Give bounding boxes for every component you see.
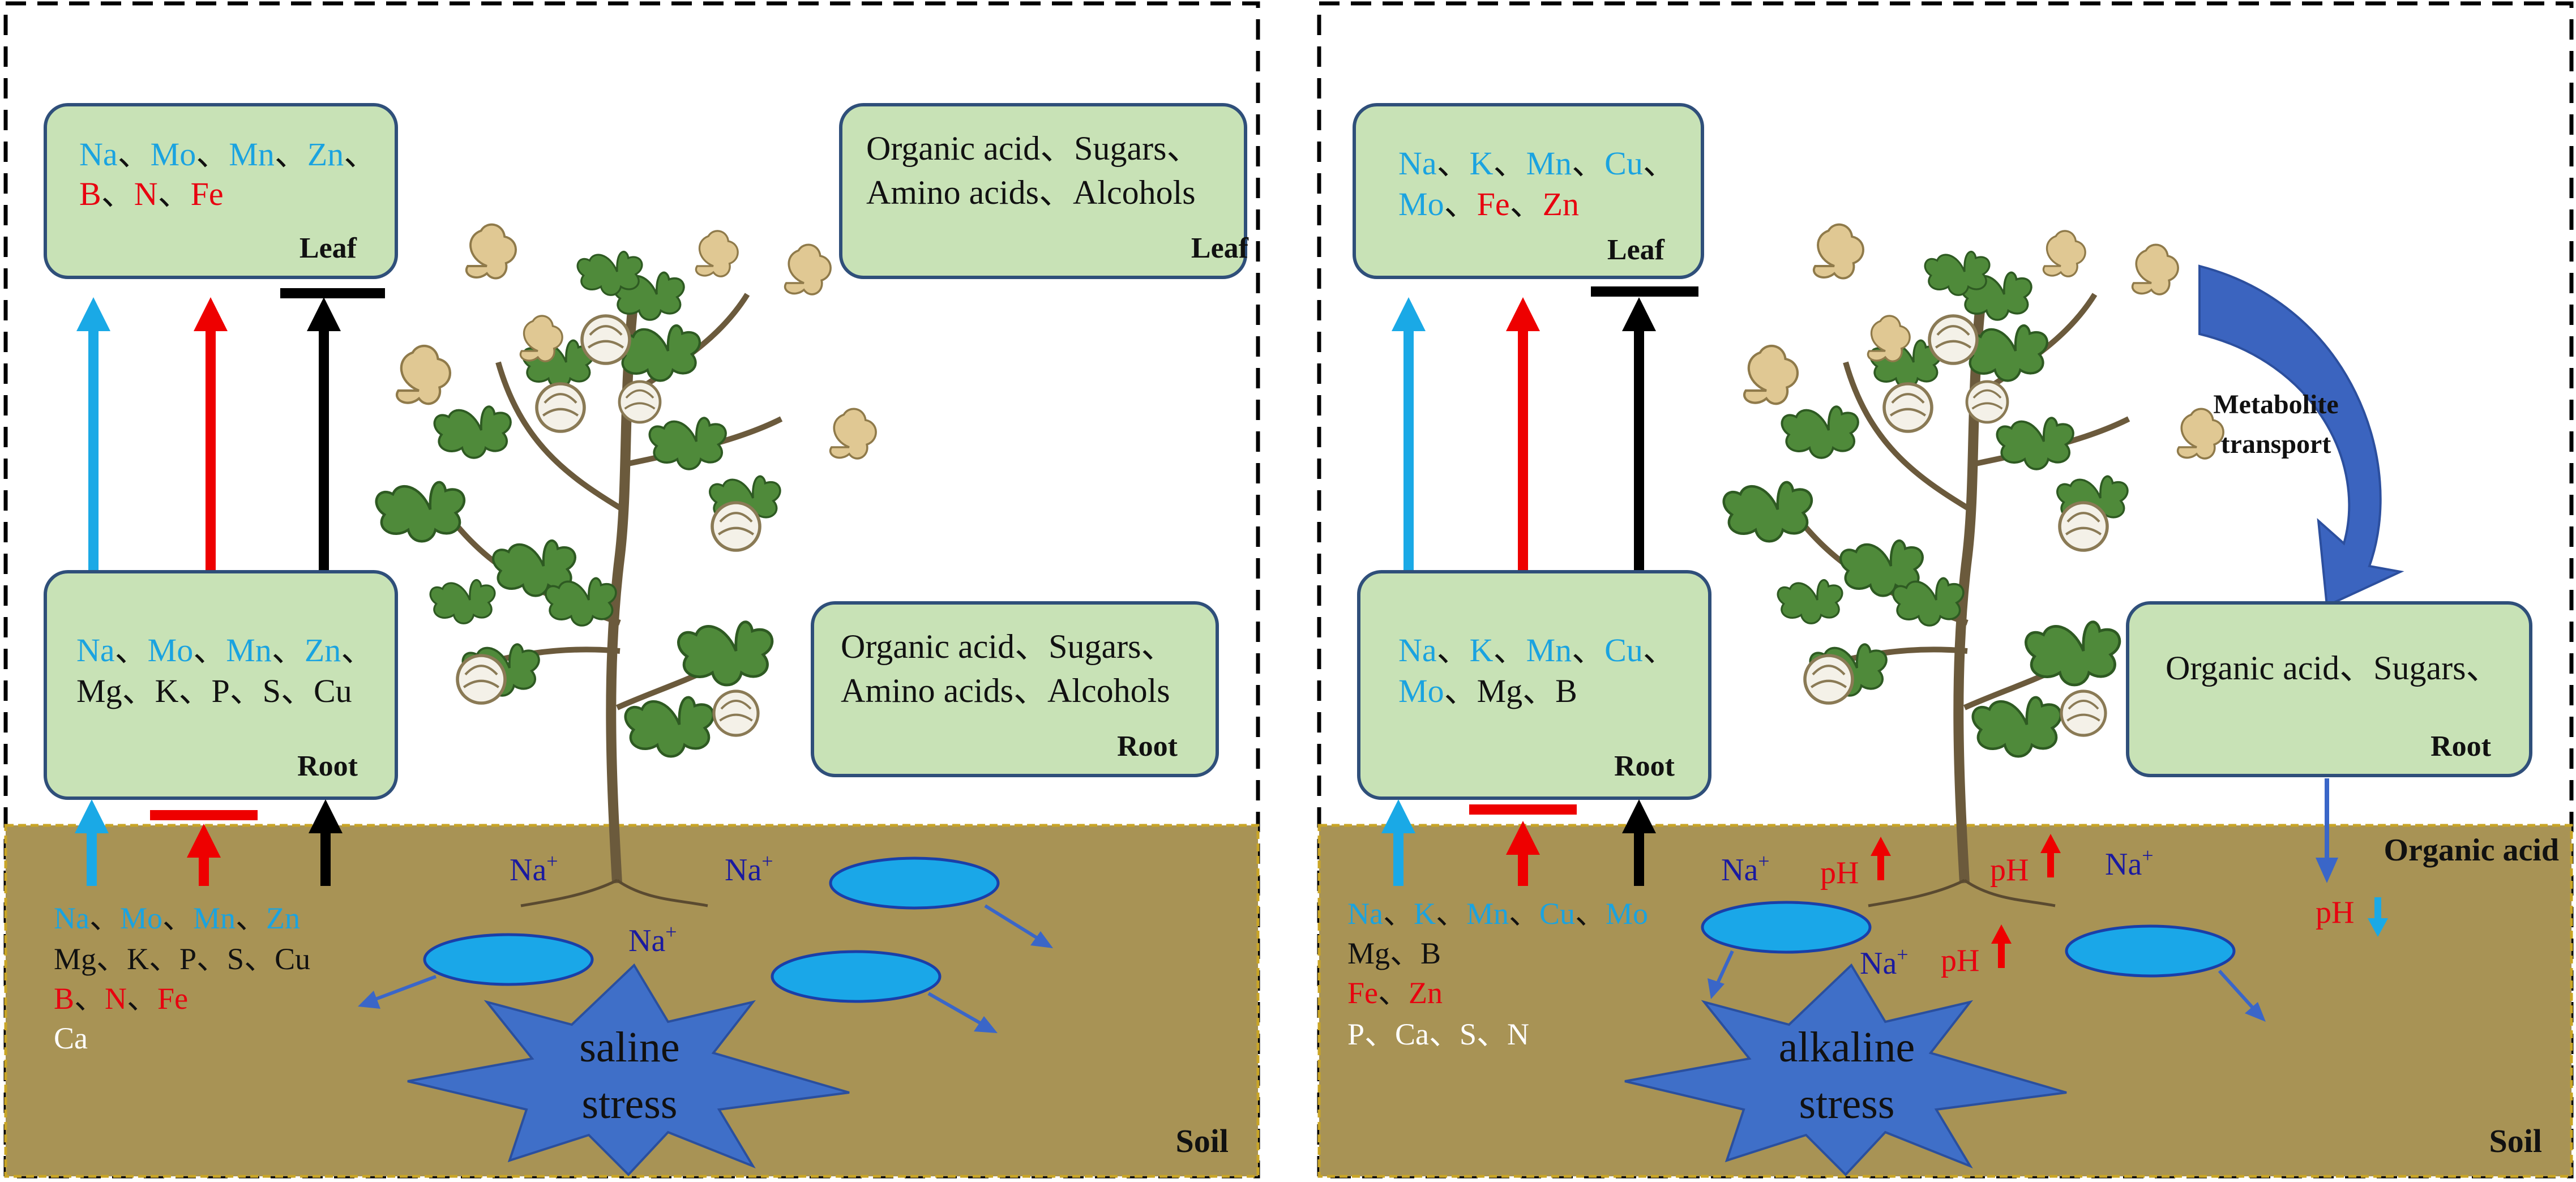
saline-soil-label: Soil: [1176, 1123, 1229, 1159]
alkaline-root-metabolite-label: Root: [2430, 730, 2492, 763]
svg-text:pH: pH: [1990, 853, 2029, 888]
alkaline-soil-elements-line4: P、Ca、S、N: [1347, 1017, 1529, 1051]
saline-water-3: [771, 950, 998, 1033]
saline-root-elements-line1: Na、Mo、Mn、Zn、: [76, 632, 374, 669]
svg-text:pH: pH: [1941, 943, 1979, 978]
saline-leaf-metabolite-line1: Organic acid、Sugars、: [866, 130, 1200, 167]
saline-leaf-metabolite-label: Leaf: [1191, 232, 1249, 264]
alkaline-root-metabolite-box: [2126, 601, 2532, 777]
saline-root-metabolite-label: Root: [1117, 730, 1178, 763]
organic-acid-secretion-arrow: [2316, 778, 2338, 883]
saline-na-ion-1: Na+: [510, 850, 558, 888]
alkaline-soil-label: Soil: [2489, 1123, 2543, 1159]
alkaline-uptake-arrows: [1381, 799, 1656, 886]
alkaline-cotton-plant: [1724, 223, 2224, 907]
alkaline-upward-transport-arrows: [1392, 286, 1698, 572]
saline-soil-elements-line4: Ca: [54, 1021, 88, 1055]
alkaline-water-1: [1701, 901, 1872, 999]
alkaline-soil-elements-line2: Mg、B: [1347, 936, 1441, 970]
saline-uptake-arrows: [75, 799, 343, 886]
svg-text:pH: pH: [2316, 895, 2354, 930]
alkaline-stress-text-line2: stress: [1799, 1080, 1895, 1128]
alkaline-stress-burst: [1624, 963, 2067, 1176]
alkaline-na-ion-3: Na+: [1860, 943, 1909, 981]
alkaline-water-2: [2065, 924, 2266, 1022]
alkaline-na-ion-1: Na+: [1721, 850, 1770, 888]
organic-acid-label: Organic acid: [2384, 833, 2559, 868]
saline-leaf-elements-line2: B、N、Fe: [79, 175, 224, 212]
ph-increase-indicator-1: pH: [1820, 837, 1891, 890]
alkaline-soil-elements-line3: Fe、Zn: [1347, 976, 1443, 1010]
saline-root-metabolite-line2: Amino acids、Alcohols: [841, 672, 1170, 709]
saline-upward-transport-arrows: [76, 288, 385, 572]
metabolite-transport-label-line1: Metabolite: [2213, 389, 2338, 419]
alkaline-root-box: [1357, 570, 1711, 800]
svg-text:pH: pH: [1820, 855, 1859, 890]
saline-stress-burst: [407, 963, 850, 1176]
alkaline-root-elements-line1: Na、K、Mn、Cu、: [1398, 632, 1676, 669]
alkaline-root-metabolite-line1: Organic acid、Sugars、: [2166, 649, 2500, 687]
saline-leaf-metabolite-box: [839, 103, 1247, 279]
alkaline-root-elements-line2: Mo、Mg、B: [1398, 673, 1577, 709]
alkaline-root-label: Root: [1614, 750, 1675, 782]
saline-leaf-metabolite-line2: Amino acids、Alcohols: [866, 174, 1196, 211]
alkaline-na-ion-2: Na+: [2105, 844, 2154, 882]
saline-stress-text-line2: stress: [582, 1080, 678, 1128]
saline-soil-elements-line1: Na、Mo、Mn、Zn: [54, 901, 300, 935]
alkaline-leaf-elements-line1: Na、K、Mn、Cu、: [1398, 145, 1676, 182]
saline-leaf-elements-line1: Na、Mo、Mn、Zn、: [79, 136, 376, 173]
saline-root-metabolite-line1: Organic acid、Sugars、: [841, 628, 1175, 665]
alkaline-stress-text-line1: alkaline: [1779, 1023, 1915, 1071]
saline-na-ion-3: Na+: [628, 920, 677, 958]
saline-leaf-box: [44, 103, 398, 279]
saline-root-metabolite-box: [811, 601, 1219, 777]
metabolite-transport-arrow: [2198, 264, 2404, 607]
alkaline-leaf-elements-line2: Mo、Fe、Zn: [1398, 186, 1579, 222]
saline-cotton-plant: [376, 223, 877, 907]
saline-na-ion-2: Na+: [725, 850, 773, 888]
ph-increase-indicator-2: pH: [1990, 834, 2061, 888]
saline-root-elements-line2: Mg、K、P、S、Cu: [76, 673, 352, 709]
saline-root-box: [44, 570, 398, 800]
ph-increase-indicator-3: pH: [1941, 924, 2012, 978]
metabolite-transport-label-line2: transport: [2221, 429, 2331, 459]
saline-soil-elements-line2: Mg、K、P、S、Cu: [54, 942, 310, 976]
saline-water-1: [829, 856, 1053, 948]
saline-leaf-label: Leaf: [299, 232, 357, 264]
alkaline-soil-elements-line1: Na、K、Mn、Cu、Mo: [1347, 897, 1648, 931]
saline-water-2: [358, 933, 594, 1009]
ph-decrease-indicator: pH: [2316, 895, 2388, 937]
saline-soil-elements-line3: B、N、Fe: [54, 982, 188, 1016]
saline-root-label: Root: [297, 750, 358, 782]
saline-stress-text-line1: saline: [579, 1023, 679, 1071]
alkaline-leaf-label: Leaf: [1607, 234, 1665, 266]
alkaline-leaf-box: [1353, 103, 1704, 279]
